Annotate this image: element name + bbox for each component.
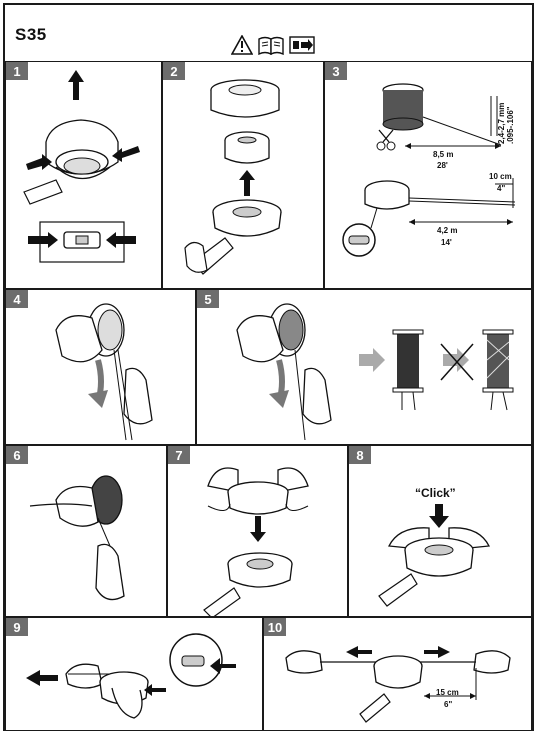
step-2-illustration <box>184 79 282 275</box>
step-6-illustration <box>29 475 125 601</box>
trimmer-shaft-icon <box>359 693 391 723</box>
hand-icon <box>277 467 309 493</box>
scissors-icon <box>376 129 396 151</box>
manual-book-icon <box>258 36 284 55</box>
press-arrow-icon <box>26 154 52 170</box>
line-offset-in: 4" <box>497 184 506 193</box>
step-5-illustration <box>236 303 514 441</box>
step-7-panel: 7 <box>167 445 348 617</box>
hand-icon <box>236 315 284 363</box>
step-3-panel: 3 <box>324 61 532 289</box>
step-number: 8 <box>349 446 371 464</box>
step-1-panel: 1 <box>5 61 162 289</box>
half-length-m: 4,2 m <box>437 226 458 235</box>
warning-triangle-icon <box>231 35 253 55</box>
line-length-ft: 28' <box>437 161 448 170</box>
line-diameter-in: .095-.106" <box>506 106 515 144</box>
step-10-illustration <box>285 646 511 723</box>
left-arrow-icon <box>346 646 372 658</box>
step-7-illustration <box>203 467 309 616</box>
left-arrow-icon <box>26 670 58 686</box>
step-number: 6 <box>6 446 28 464</box>
model-name: S35 <box>15 25 47 44</box>
step-number: 1 <box>6 62 28 80</box>
trimmer-shaft-icon <box>378 573 418 607</box>
up-arrow-icon <box>68 70 84 100</box>
sheet-header: S35 <box>5 5 532 63</box>
step-number: 5 <box>197 290 219 308</box>
line-offset-cm: 10 cm <box>489 172 512 181</box>
hand-icon <box>65 663 103 689</box>
hand-icon <box>184 241 208 273</box>
step-9-illustration <box>26 633 236 719</box>
trimmer-shaft-icon <box>23 179 63 205</box>
correct-wound-spool <box>397 332 419 390</box>
hand-icon <box>95 543 125 601</box>
press-arrow-icon <box>210 658 236 674</box>
instruction-arrow-icon <box>289 36 315 54</box>
step-number: 9 <box>6 618 28 636</box>
step-3-illustration <box>342 83 516 257</box>
hand-icon <box>55 485 99 527</box>
header-icons <box>231 35 315 55</box>
step-10-panel: 10 15 cm 6" <box>263 617 532 731</box>
right-arrow-icon <box>424 646 450 658</box>
step-8-panel: 8 “Click” <box>348 445 532 617</box>
step-4-illustration <box>55 303 153 441</box>
press-arrow-icon <box>106 232 136 248</box>
click-label: “Click” <box>415 486 456 500</box>
up-arrow-icon <box>239 170 255 196</box>
step-8-illustration <box>378 504 491 607</box>
incorrect-wound-spool <box>487 332 509 390</box>
step-1-illustration <box>23 70 140 263</box>
hand-icon <box>111 687 143 719</box>
step-9-panel: 9 <box>5 617 263 731</box>
step-number: 4 <box>6 290 28 308</box>
step-number: 2 <box>163 62 185 80</box>
hand-icon <box>207 467 239 493</box>
step-5-panel: 5 <box>196 289 532 445</box>
line-diameter-mm: 2,4-2,7 mm <box>497 102 506 144</box>
press-arrow-icon <box>144 684 166 696</box>
step-number: 3 <box>325 62 347 80</box>
step-number: 10 <box>264 618 286 636</box>
hand-icon <box>302 367 332 425</box>
instruction-sheet: S35 1 <box>3 3 534 731</box>
hand-icon <box>473 650 511 674</box>
step-2-panel: 2 <box>162 61 324 289</box>
line-length-cm: 15 cm <box>436 688 459 697</box>
step-6-panel: 6 <box>5 445 167 617</box>
line-length-m: 8,5 m <box>433 150 454 159</box>
half-length-ft: 14' <box>441 238 452 247</box>
press-arrow-icon <box>112 146 140 162</box>
gray-arrow-icon <box>359 348 385 372</box>
down-arrow-icon <box>250 516 266 542</box>
hand-icon <box>285 650 323 674</box>
down-arrow-icon <box>429 504 449 528</box>
step-4-panel: 4 <box>5 289 196 445</box>
hand-icon <box>55 315 103 363</box>
line-length-in: 6" <box>444 700 453 709</box>
step-number: 7 <box>168 446 190 464</box>
trimmer-shaft-icon <box>203 587 241 616</box>
press-arrow-icon <box>28 232 58 248</box>
